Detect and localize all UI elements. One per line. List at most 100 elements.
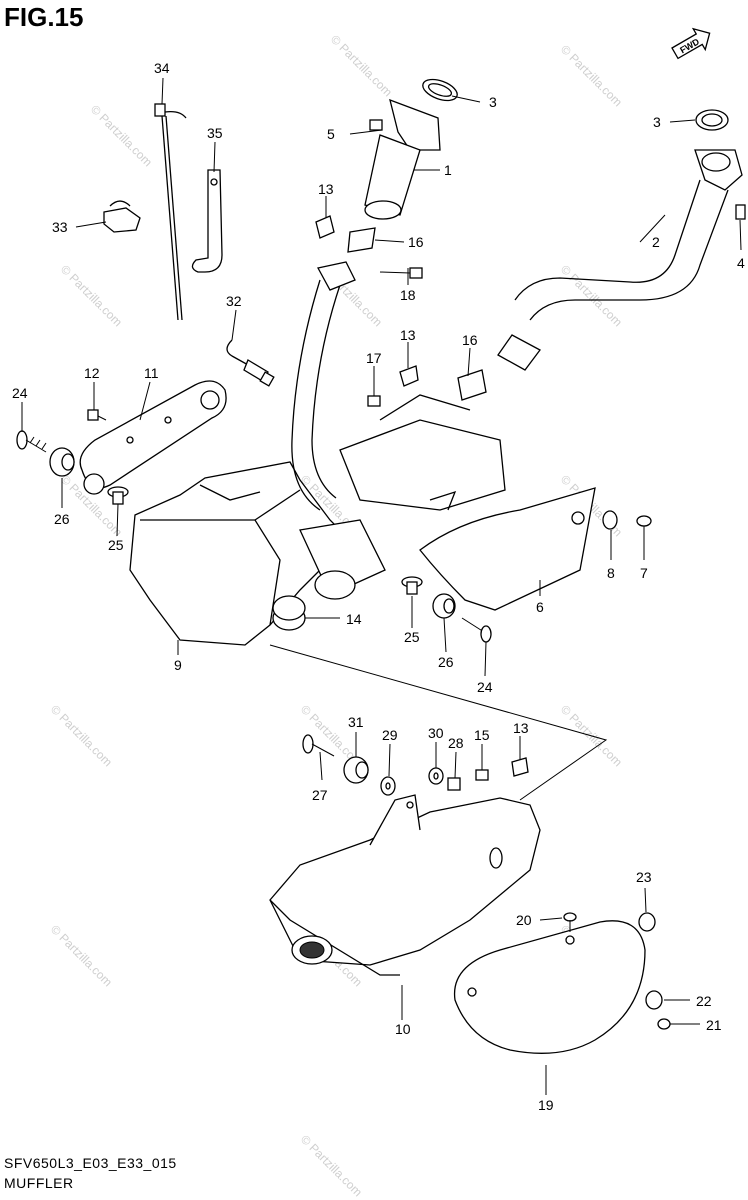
callout-24: 24 — [12, 385, 28, 401]
figure-caption: MUFFLER — [4, 1175, 74, 1191]
heat-shield-6 — [419, 487, 596, 611]
callout-4: 4 — [737, 255, 745, 271]
callout-34: 34 — [154, 60, 170, 76]
callout-15: 15 — [474, 727, 490, 743]
bolt-21 — [657, 1018, 671, 1030]
leader-lines — [21, 77, 742, 1095]
callout-35: 35 — [207, 125, 223, 141]
callout-13: 13 — [513, 720, 529, 736]
callout-10: 10 — [395, 1021, 411, 1037]
screw-20 — [563, 912, 577, 932]
bolt-27 — [302, 734, 335, 757]
bolt-12 — [87, 409, 107, 421]
callout-3: 3 — [653, 114, 661, 130]
watermark-text: © Partzilla.com — [558, 262, 625, 329]
rear-pipe-2 — [497, 149, 743, 371]
bushing-26-right — [432, 593, 456, 619]
bolt-15 — [475, 769, 489, 781]
nut-28 — [447, 777, 461, 791]
drawing-code: SFV650L3_E03_E33_015 — [4, 1155, 177, 1171]
bolt-7 — [636, 515, 652, 527]
callout-31: 31 — [348, 714, 364, 730]
callout-21: 21 — [706, 1017, 722, 1033]
gasket-3-front — [422, 78, 458, 102]
clamp-33 — [103, 200, 141, 233]
front-pipe-1 — [364, 98, 441, 220]
callout-29: 29 — [382, 727, 398, 743]
bushing-31 — [343, 756, 369, 784]
callout-11: 11 — [144, 365, 159, 381]
sleeve-16-upper — [347, 227, 376, 253]
callout-24: 24 — [477, 679, 493, 695]
oxygen-sensor-32 — [226, 339, 275, 387]
grommet-8 — [602, 510, 618, 530]
bushing-26-left — [49, 447, 75, 477]
bolt-18 — [379, 267, 423, 279]
callout-13: 13 — [318, 181, 334, 197]
bolt-24-right — [461, 617, 492, 643]
callout-20: 20 — [516, 912, 532, 928]
callout-23: 23 — [636, 869, 652, 885]
mid-pipe — [291, 261, 506, 600]
strap-35 — [191, 169, 223, 273]
collar-25-left — [107, 486, 129, 505]
callout-5: 5 — [327, 126, 335, 142]
callout-26: 26 — [54, 511, 70, 527]
callout-26: 26 — [438, 654, 454, 670]
callout-7: 7 — [640, 565, 648, 581]
callout-25: 25 — [404, 629, 420, 645]
watermark-text: © Partzilla.com — [558, 42, 625, 109]
callout-16: 16 — [408, 234, 424, 250]
bolt-24-left — [16, 430, 47, 453]
callout-30: 30 — [428, 725, 444, 741]
clamp-13-lower — [511, 757, 529, 777]
bolt-5 — [369, 119, 383, 131]
watermark-text: © Partzilla.com — [58, 262, 125, 329]
callout-8: 8 — [607, 565, 615, 581]
callout-13: 13 — [400, 327, 416, 343]
washer-29 — [380, 776, 396, 796]
watermark-text: © Partzilla.com — [48, 922, 115, 989]
washer-30 — [428, 767, 444, 785]
bracket-11 — [79, 380, 227, 495]
callout-2: 2 — [652, 234, 660, 250]
gasket-14 — [272, 595, 306, 631]
collar-25-right — [401, 576, 423, 595]
bolt-17 — [367, 395, 381, 407]
fwd-arrow-icon: FWD — [671, 27, 711, 60]
figure-title: FIG.15 — [4, 2, 84, 32]
callout-16: 16 — [462, 332, 478, 348]
callout-6: 6 — [536, 599, 544, 615]
callout-12: 12 — [84, 365, 100, 381]
callout-19: 19 — [538, 1097, 554, 1113]
callout-25: 25 — [108, 537, 124, 553]
callout-17: 17 — [366, 350, 382, 366]
callout-18: 18 — [400, 287, 416, 303]
gasket-3-rear — [695, 109, 729, 131]
grommet-23 — [638, 912, 656, 932]
watermark-text: © Partzilla.com — [88, 102, 155, 169]
watermark-text: © Partzilla.com — [328, 32, 395, 99]
callout-27: 27 — [312, 787, 328, 803]
callout-numbers: 1 2 3 3 4 5 6 7 8 9 10 11 12 13 13 13 14… — [12, 60, 745, 1113]
watermark-text: © Partzilla.com — [298, 1132, 365, 1199]
assembly-outline — [269, 644, 608, 801]
callout-32: 32 — [226, 293, 242, 309]
clamp-13-upper — [315, 215, 335, 239]
muffler-10 — [269, 794, 541, 976]
sleeve-16-lower — [457, 369, 487, 401]
muffler-cover-19 — [453, 920, 646, 1054]
bolt-4 — [735, 204, 746, 220]
callout-33: 33 — [52, 219, 68, 235]
callout-22: 22 — [696, 993, 712, 1009]
callout-14: 14 — [346, 611, 362, 627]
cable-tie-34 — [154, 103, 187, 321]
callout-28: 28 — [448, 735, 464, 751]
grommet-22 — [645, 990, 663, 1010]
watermark-text: © Partzilla.com — [48, 702, 115, 769]
clamp-13-middle — [399, 365, 419, 387]
callout-9: 9 — [174, 657, 182, 673]
callout-1: 1 — [444, 162, 452, 178]
callout-3: 3 — [489, 94, 497, 110]
